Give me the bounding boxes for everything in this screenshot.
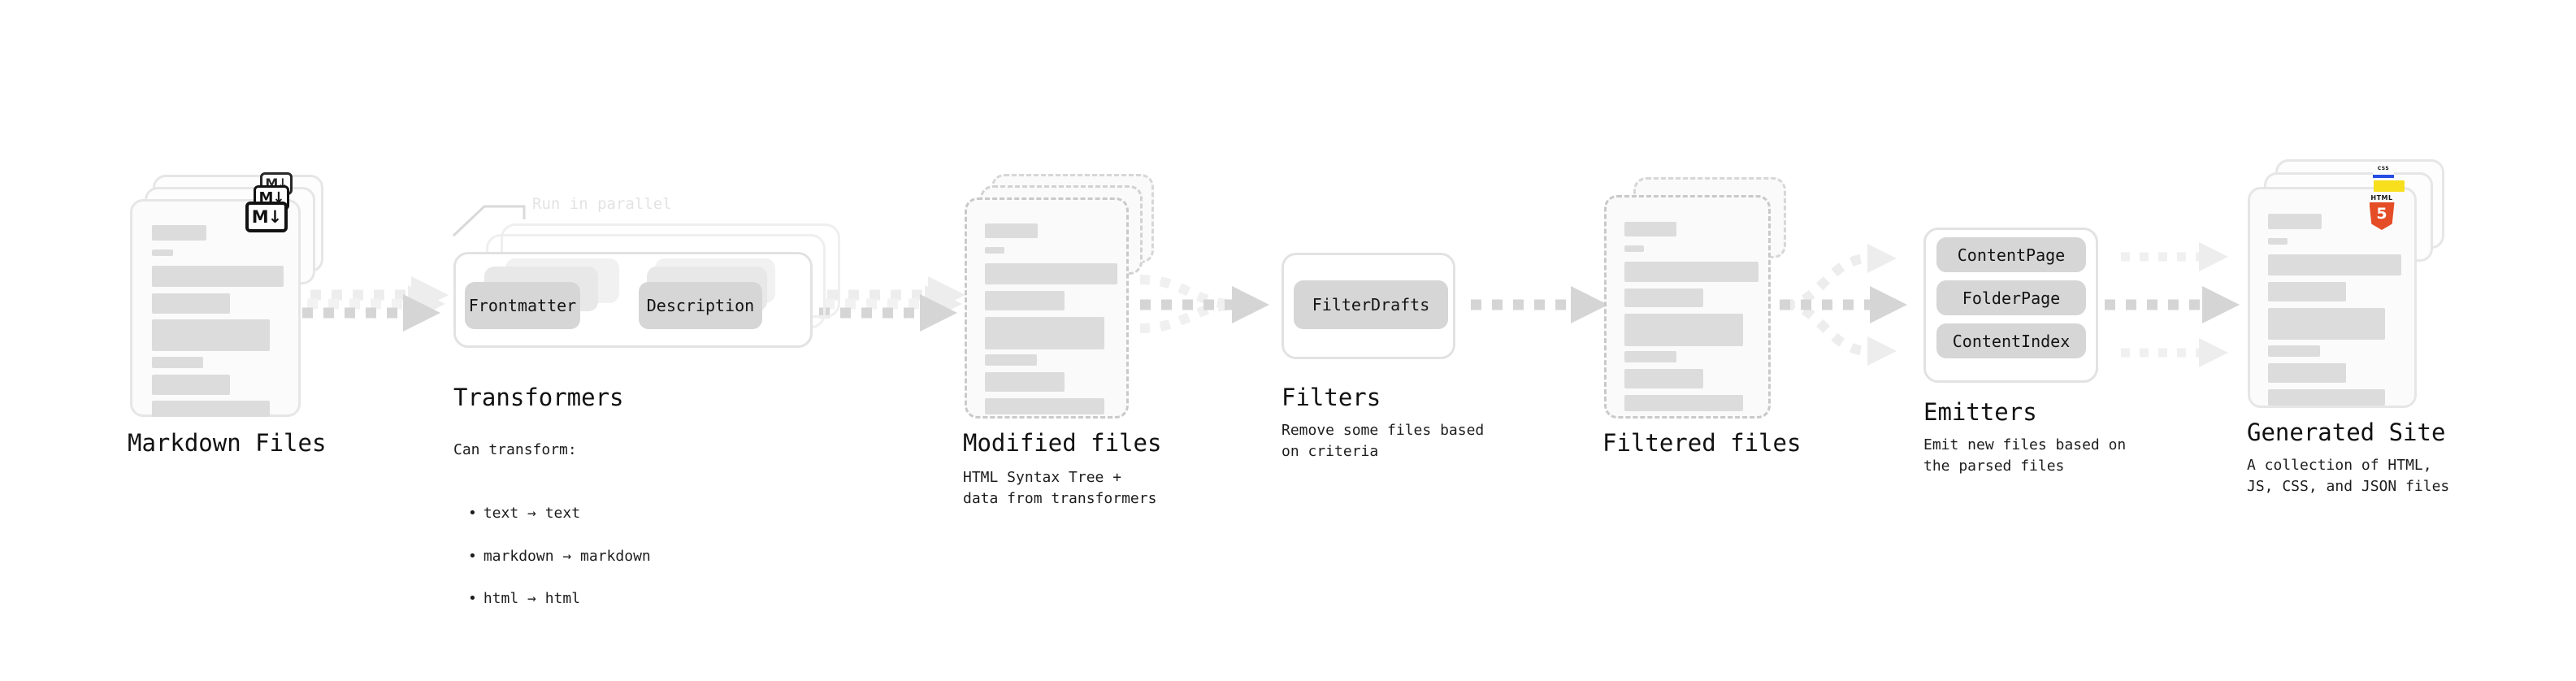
generated-site-subtitle: A collection of HTML, JS, CSS, and JSON … <box>2247 457 2450 496</box>
emitter-contentpage-label: ContentPage <box>1957 245 2066 265</box>
filter-filterdrafts-label: FilterDrafts <box>1312 295 1430 314</box>
modified-doc-front <box>965 197 1129 419</box>
modified-files-subtitle: HTML Syntax Tree + data from transformer… <box>963 469 1157 508</box>
css-icon: CSS <box>2373 166 2394 178</box>
connector-modified-to-filters <box>1139 275 1269 333</box>
js-icon <box>2374 180 2405 192</box>
filtered-files-title: Filtered files <box>1602 429 1802 457</box>
filters-subtitle: Remove some files based on criteria <box>1281 422 1485 461</box>
filter-filterdrafts[interactable]: FilterDrafts <box>1294 280 1448 329</box>
markdown-icon: M↓ <box>245 202 288 232</box>
transformer-description-label: Description <box>646 296 755 315</box>
run-in-parallel-label: Run in parallel <box>532 195 672 213</box>
emitters-title: Emitters <box>1923 398 2037 426</box>
markdown-files-title: Markdown Files <box>128 429 327 457</box>
generated-site-title: Generated Site <box>2247 419 2446 446</box>
filters-title: Filters <box>1281 384 1381 411</box>
transformers-subtitle-heading: Can transform: <box>453 441 577 459</box>
transformer-frontmatter-label: Frontmatter <box>468 296 577 315</box>
emitters-subtitle: Emit new files based on the parsed files <box>1923 436 2127 475</box>
modified-files-title: Modified files <box>963 429 1162 457</box>
connector-emitters-to-site <box>2105 242 2240 367</box>
emitter-contentindex-label: ContentIndex <box>1952 331 2071 351</box>
transformers-title: Transformers <box>453 384 624 411</box>
emitter-contentindex[interactable]: ContentIndex <box>1936 323 2086 358</box>
transformers-subtitle-list: text → text markdown → markdown html → h… <box>453 482 651 631</box>
transformers-subtitle-item-1: markdown → markdown <box>468 546 651 567</box>
connector-filtered-to-emitters <box>1780 244 1907 366</box>
emitter-folderpage-label: FolderPage <box>1962 288 2061 308</box>
transformer-description[interactable]: Description <box>639 282 762 329</box>
transformers-subtitle-item-2: html → html <box>468 588 651 609</box>
html5-icon: HTML 5 <box>2367 195 2396 231</box>
filtered-doc-front <box>1604 195 1771 419</box>
transformers-subtitle-item-0: text → text <box>468 503 651 524</box>
connector-markdown-to-transformers <box>302 276 449 332</box>
transformer-frontmatter[interactable]: Frontmatter <box>465 282 580 329</box>
emitter-contentpage[interactable]: ContentPage <box>1936 237 2086 272</box>
markdown-doc-front <box>130 199 301 417</box>
transformers-subtitle: Can transform: text → text markdown → ma… <box>453 419 651 652</box>
emitter-folderpage[interactable]: FolderPage <box>1936 280 2086 315</box>
